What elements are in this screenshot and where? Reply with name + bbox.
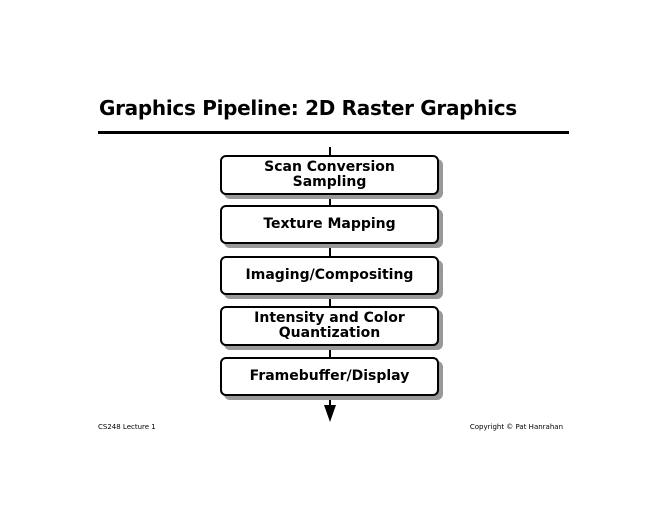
- stage-label: Imaging/Compositing: [245, 267, 414, 283]
- title-rule: [98, 131, 569, 134]
- stage-label: Scan Conversion: [264, 159, 395, 175]
- stage-label: Intensity and Color: [254, 310, 405, 326]
- stage-label: Quantization: [278, 325, 381, 341]
- stage-intensity-color-quantization: Intensity and Color Quantization: [220, 306, 439, 346]
- arrow-down-icon: [324, 405, 336, 422]
- slide-title: Graphics Pipeline: 2D Raster Graphics: [99, 96, 517, 120]
- stage-texture-mapping: Texture Mapping: [220, 205, 439, 244]
- stage-imaging-compositing: Imaging/Compositing: [220, 256, 439, 295]
- footer-course: CS248 Lecture 1: [98, 423, 156, 431]
- stage-framebuffer-display: Framebuffer/Display: [220, 357, 439, 396]
- stage-label: Texture Mapping: [263, 216, 396, 232]
- stage-label: Sampling: [292, 174, 367, 190]
- footer-copyright: Copyright © Pat Hanrahan: [469, 423, 563, 431]
- stage-label: Framebuffer/Display: [249, 368, 410, 384]
- stage-scan-conversion: Scan Conversion Sampling: [220, 155, 439, 195]
